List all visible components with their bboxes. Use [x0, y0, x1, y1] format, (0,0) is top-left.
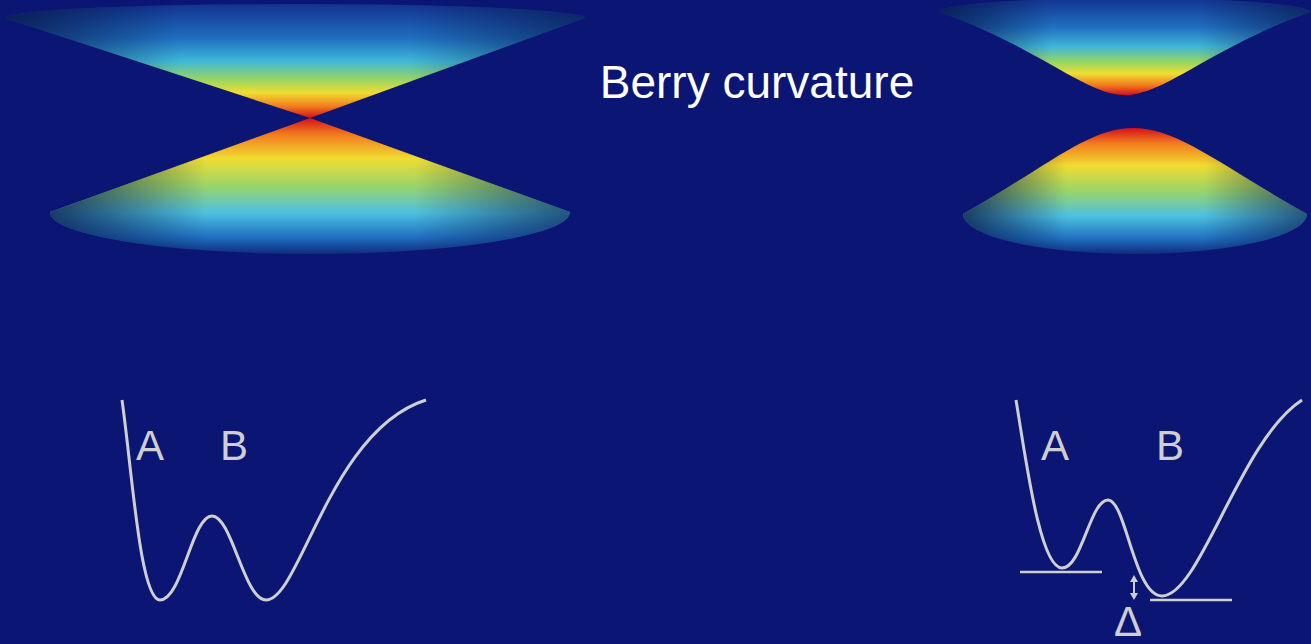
well-label: A [136, 425, 164, 467]
level-line [1020, 571, 1102, 574]
gap-label: Δ [1114, 601, 1142, 643]
gapped-cone [940, 0, 1310, 254]
band-shade [940, 0, 1310, 95]
upper-band [940, 0, 1310, 95]
well-label: B [1156, 425, 1184, 467]
band-shade [963, 128, 1307, 254]
well-label: B [220, 425, 248, 467]
upper-cone [5, 4, 585, 118]
level-line [1150, 599, 1232, 602]
double-well [122, 400, 426, 600]
cone-shade [5, 4, 585, 118]
lower-cone [50, 118, 570, 254]
cone-shade [50, 118, 570, 254]
well-label: A [1041, 425, 1069, 467]
gap-arrowheads [1130, 575, 1138, 600]
well-curve [1016, 400, 1302, 596]
asymmetric-double-well [1016, 400, 1302, 600]
heading-text: Berry curvature [600, 59, 914, 105]
lower-band [963, 128, 1307, 254]
dirac-cone [5, 4, 585, 254]
